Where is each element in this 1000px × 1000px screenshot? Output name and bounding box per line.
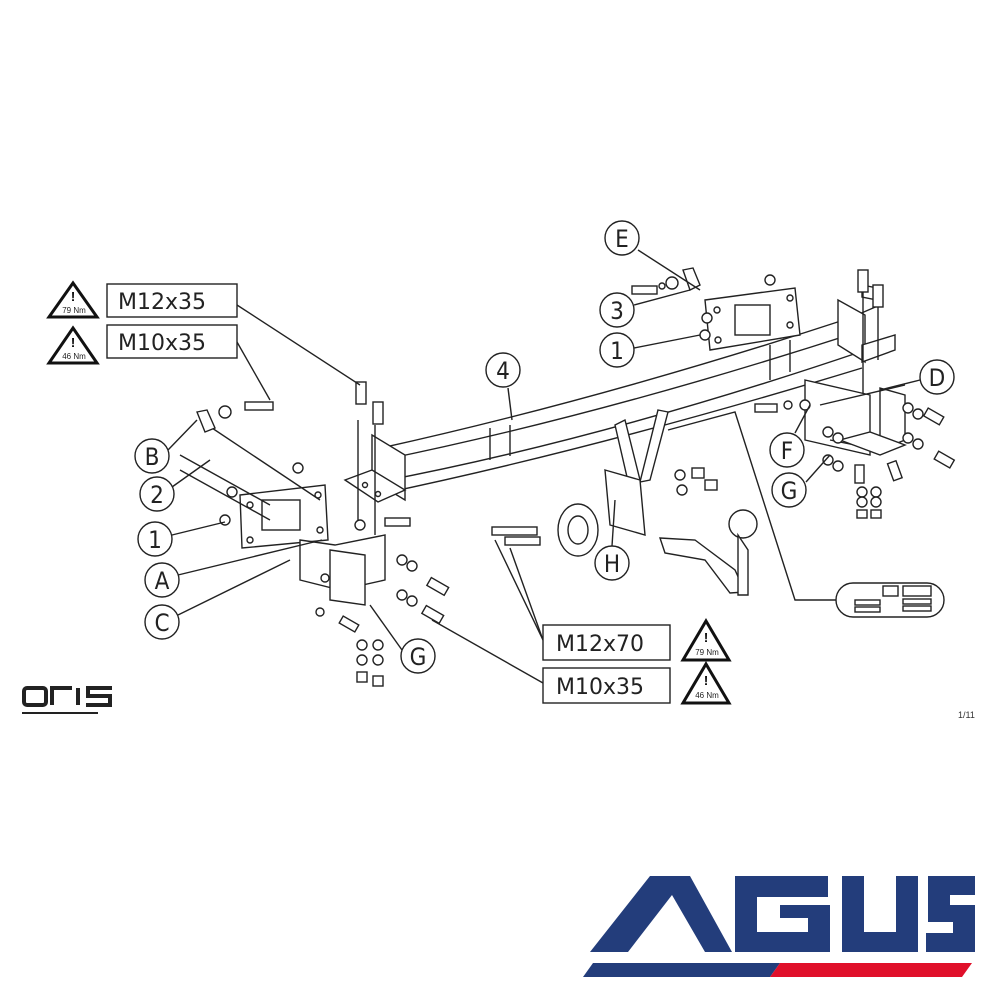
nut-washer-stack-right xyxy=(822,402,956,519)
callout-B: B xyxy=(134,438,170,474)
bolt-spec-right-2: M10x35 ! 46 Nm xyxy=(542,661,732,705)
svg-text:46 Nm: 46 Nm xyxy=(695,691,719,700)
svg-text:1: 1 xyxy=(148,526,162,554)
callout-C: C xyxy=(144,604,180,640)
svg-text:3: 3 xyxy=(610,297,624,325)
svg-text:F: F xyxy=(781,437,793,465)
callout-D: D xyxy=(919,359,955,395)
callout-1-right: 1 xyxy=(599,332,635,368)
svg-text:C: C xyxy=(154,609,169,637)
page-number: 1/11 xyxy=(958,710,975,720)
svg-text:4: 4 xyxy=(496,357,510,385)
svg-text:H: H xyxy=(604,550,620,578)
svg-text:1: 1 xyxy=(610,337,624,365)
svg-text:!: ! xyxy=(71,289,75,304)
svg-text:!: ! xyxy=(704,630,708,645)
svg-text:M10x35: M10x35 xyxy=(118,331,206,356)
callout-F: F xyxy=(769,432,805,468)
svg-text:D: D xyxy=(929,364,946,392)
svg-text:B: B xyxy=(145,443,160,471)
identification-plate xyxy=(835,582,945,618)
hitch-mount xyxy=(491,409,758,596)
svg-text:!: ! xyxy=(71,335,75,350)
warning-triangle-icon xyxy=(46,280,100,319)
callout-G-right: G xyxy=(771,472,807,508)
svg-text:E: E xyxy=(615,225,629,253)
oris-logo xyxy=(22,686,112,714)
svg-text:!: ! xyxy=(704,673,708,688)
right-side-bracket xyxy=(754,379,956,519)
callout-H: H xyxy=(594,545,630,581)
svg-text:M10x35: M10x35 xyxy=(556,675,644,700)
warning-triangle-icon xyxy=(680,618,732,662)
svg-text:46 Nm: 46 Nm xyxy=(62,352,86,361)
svg-text:M12x35: M12x35 xyxy=(118,290,206,315)
svg-text:G: G xyxy=(781,477,798,505)
left-side-plate xyxy=(179,381,450,687)
svg-text:M12x70: M12x70 xyxy=(556,632,644,657)
callout-E: E xyxy=(604,220,640,256)
callout-3: 3 xyxy=(599,292,635,328)
svg-text:79 Nm: 79 Nm xyxy=(695,648,719,657)
bolt-spec-left-1: ! 79 Nm M12x35 xyxy=(46,280,238,319)
callout-4: 4 xyxy=(485,352,521,388)
svg-text:A: A xyxy=(155,567,170,595)
svg-text:G: G xyxy=(410,643,427,671)
callout-2: 2 xyxy=(139,476,175,512)
bolt-spec-left-2: ! 46 Nm M10x35 xyxy=(46,324,238,365)
svg-text:2: 2 xyxy=(150,481,164,509)
warning-triangle-icon xyxy=(680,661,732,705)
bolt-spec-right-1: M12x70 ! 79 Nm xyxy=(542,618,732,662)
left-end-bracket xyxy=(343,420,407,535)
callout-G-left: G xyxy=(400,638,436,674)
leader-lines xyxy=(167,249,921,684)
top-right-plate xyxy=(631,267,801,351)
agus-logo xyxy=(583,876,975,977)
callout-A: A xyxy=(144,562,180,598)
svg-text:79 Nm: 79 Nm xyxy=(62,306,86,315)
right-end-bracket xyxy=(837,269,896,420)
callout-1-left: 1 xyxy=(137,521,173,557)
warning-triangle-icon xyxy=(46,325,100,365)
